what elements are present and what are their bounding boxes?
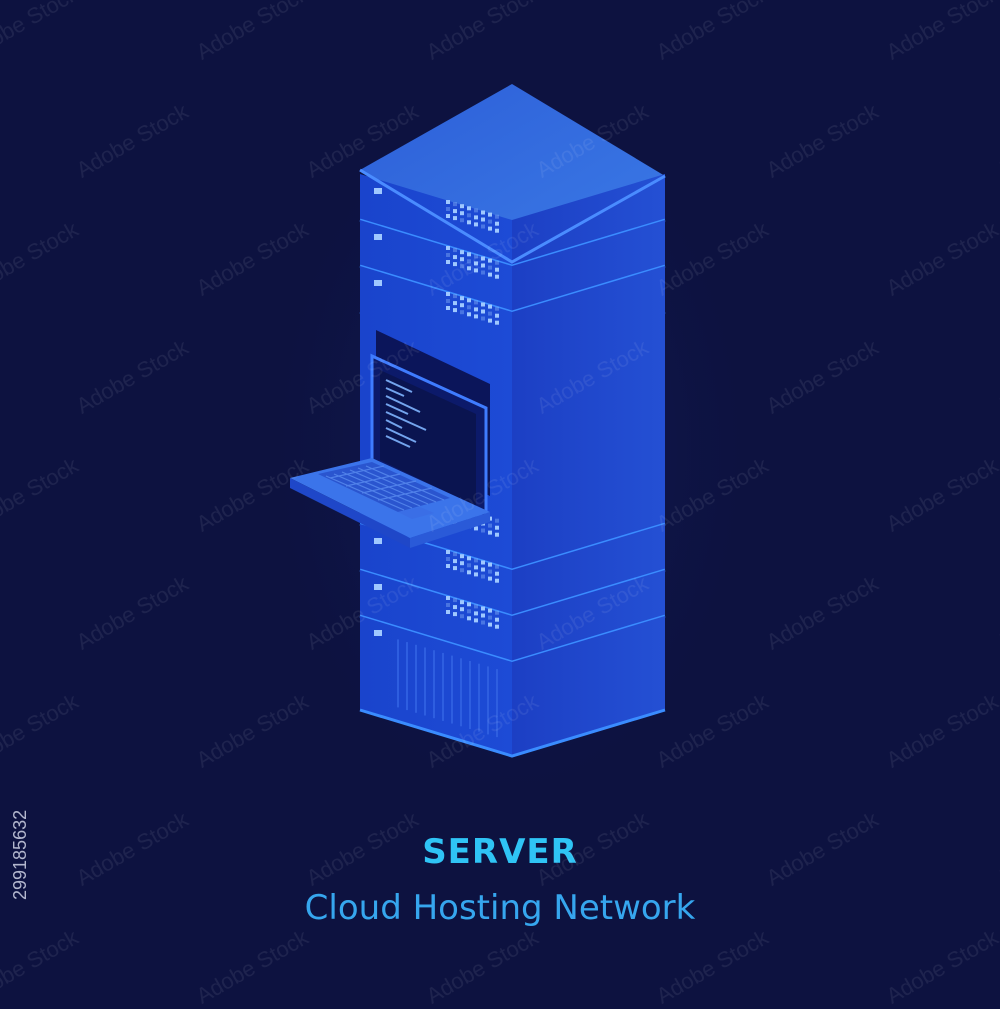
laptop-icon (290, 353, 490, 548)
title: SERVER (422, 832, 578, 872)
led-grid-icon (446, 246, 499, 279)
subtitle: Cloud Hosting Network (304, 888, 696, 928)
stock-id: 299185632 (10, 809, 30, 900)
led-grid-icon (446, 200, 499, 233)
led-grid-icon (446, 550, 499, 583)
led-grid-icon (446, 292, 499, 325)
code-lines (385, 379, 427, 448)
led-grid-icon (446, 596, 499, 629)
